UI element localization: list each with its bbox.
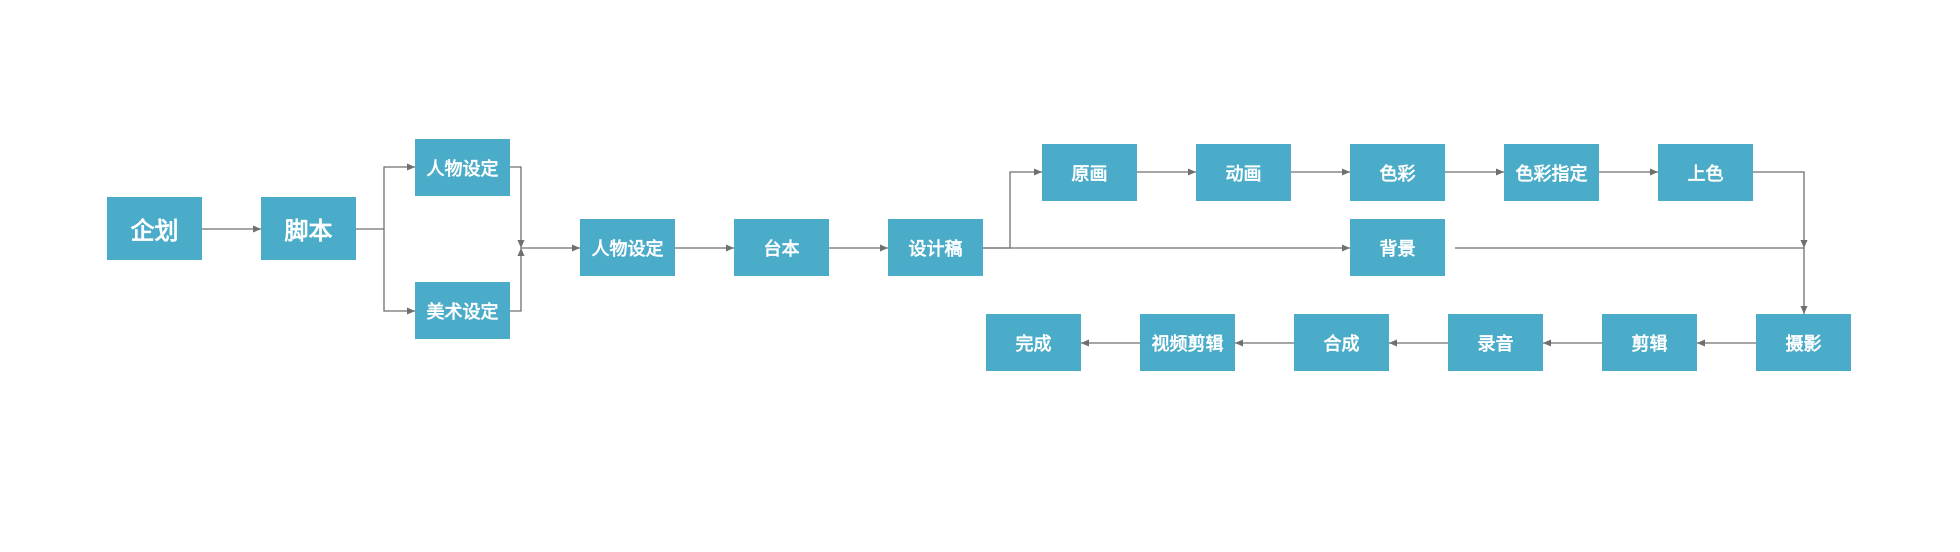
- node-video-editing: 视频剪辑: [1140, 314, 1235, 371]
- node-script: 脚本: [261, 197, 356, 260]
- node-coloring: 上色: [1658, 144, 1753, 201]
- node-storyboard: 台本: [734, 219, 829, 276]
- arrow-character-design-a-to-merge: [510, 166, 525, 248]
- node-compositing: 合成: [1294, 314, 1389, 371]
- arrow-art-design-to-merge: [510, 248, 525, 312]
- node-character-design-a: 人物设定: [415, 139, 510, 196]
- node-color: 色彩: [1350, 144, 1445, 201]
- node-background: 背景: [1350, 219, 1445, 276]
- node-complete: 完成: [986, 314, 1081, 371]
- node-color-designation: 色彩指定: [1504, 144, 1599, 201]
- arrow-to-art-design: [383, 229, 415, 315]
- node-recording: 录音: [1448, 314, 1543, 371]
- node-in-between: 动画: [1196, 144, 1291, 201]
- node-planning: 企划: [107, 197, 202, 260]
- node-photography: 摄影: [1756, 314, 1851, 371]
- node-key-animation: 原画: [1042, 144, 1137, 201]
- node-art-design: 美术设定: [415, 282, 510, 339]
- node-character-design-b: 人物设定: [580, 219, 675, 276]
- arrow-coloring-to-merge: [1753, 171, 1808, 248]
- arrow-to-character-design-a: [383, 163, 415, 229]
- node-editing: 剪辑: [1602, 314, 1697, 371]
- node-design-draft: 设计稿: [888, 219, 983, 276]
- arrow-design-draft-to-key-animation: [983, 168, 1042, 249]
